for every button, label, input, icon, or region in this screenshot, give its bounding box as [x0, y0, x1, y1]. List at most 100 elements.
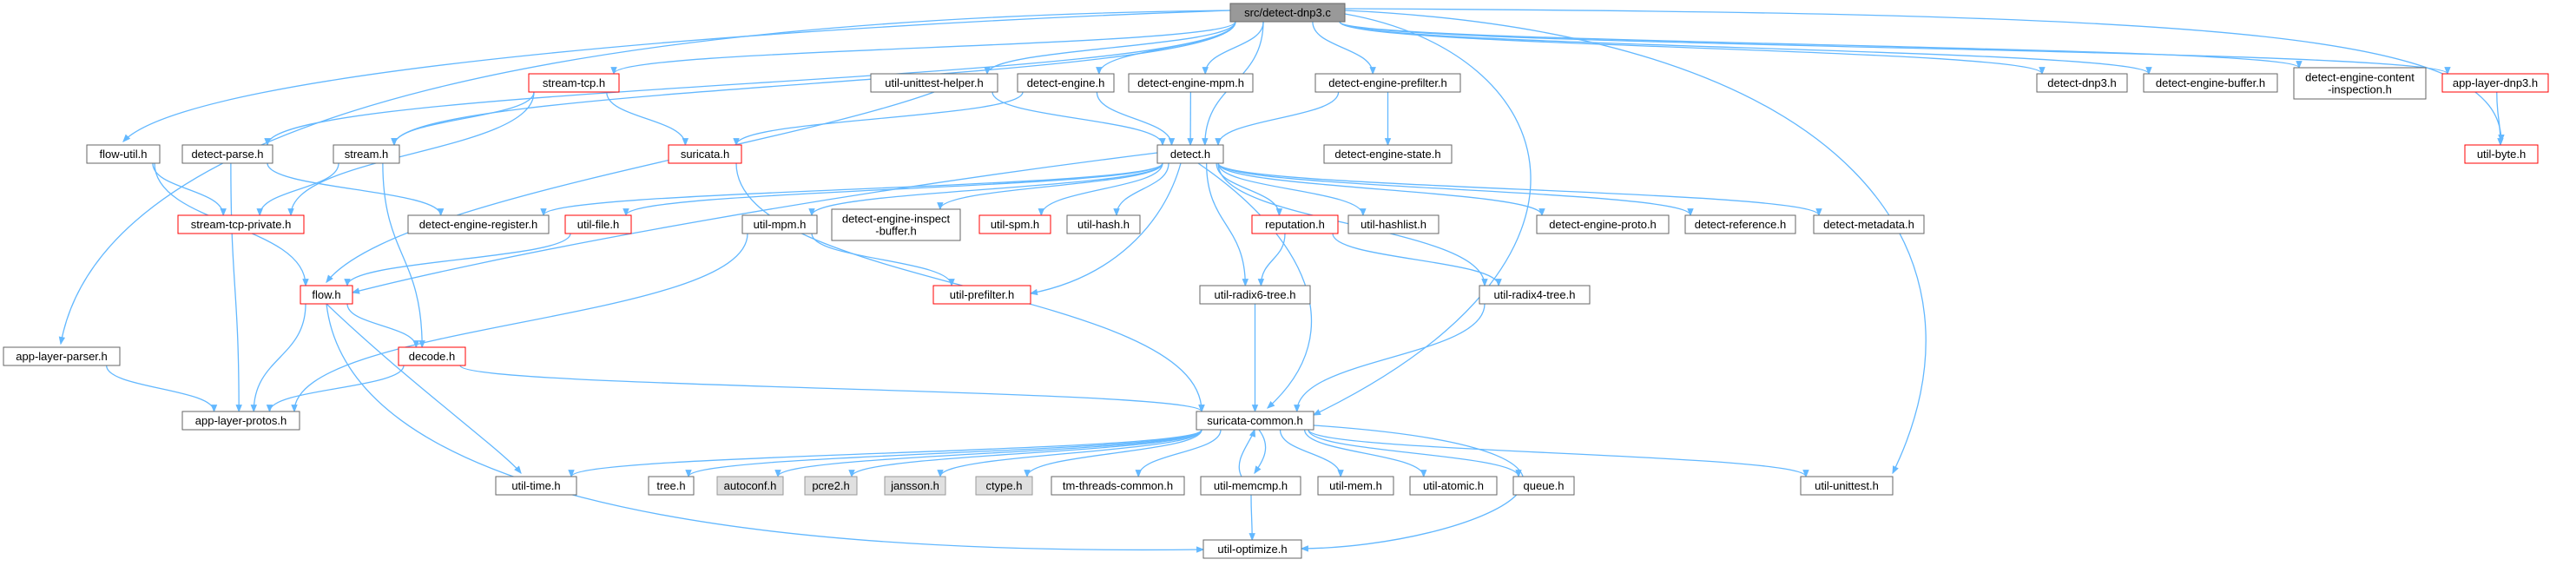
node-detect-metadata-h[interactable]: detect-metadata.h: [1813, 214, 1925, 234]
node-label: util-byte.h: [2477, 148, 2526, 161]
edge-app-layer-parser-h-to-app-layer-protos-h: [105, 365, 218, 413]
node-label: autoconf.h: [724, 479, 777, 492]
edge-decode-h-to-suricata-common-h: [459, 365, 1205, 413]
node-detect-dnp3-h[interactable]: detect-dnp3.h: [2036, 73, 2128, 93]
edge-suricata-common-h-to-autoconf-h: [774, 429, 1202, 478]
node-util-radix4-tree-h[interactable]: util-radix4-tree.h: [1479, 285, 1591, 305]
node-autoconf-h[interactable]: autoconf.h: [716, 476, 784, 496]
node-suricata-h[interactable]: suricata.h: [668, 144, 742, 164]
node-label: src/detect-dnp3.c: [1244, 6, 1331, 19]
node-detect-h[interactable]: detect.h: [1156, 144, 1224, 164]
node-detect-engine-prefilter-h[interactable]: detect-engine-prefilter.h: [1314, 73, 1461, 93]
node-label: util-memcmp.h: [1214, 479, 1288, 492]
node-detect-engine-mpm-h[interactable]: detect-engine-mpm.h: [1128, 73, 1254, 93]
node-label: util-unittest-helper.h: [885, 76, 983, 89]
node-label: stream.h: [345, 148, 389, 161]
node-flow-util-h[interactable]: flow-util.h: [86, 144, 161, 164]
node-util-prefilter-h[interactable]: util-prefilter.h: [932, 285, 1031, 305]
node-app-layer-parser-h[interactable]: app-layer-parser.h: [3, 346, 121, 366]
node-box: [1684, 214, 1796, 234]
node-box: [1202, 539, 1302, 559]
edge-root-to-detect-engine-buffer-h: [1339, 21, 2152, 76]
edge-root-to-util-unittest-helper-h: [984, 21, 1236, 76]
node-util-spm-h[interactable]: util-spm.h: [978, 214, 1051, 234]
node-label: detect-dnp3.h: [2047, 76, 2117, 89]
node-reputation-h[interactable]: reputation.h: [1251, 214, 1339, 234]
edge-flow-h-to-app-layer-protos-h: [250, 303, 306, 413]
node-util-unittest-helper-h[interactable]: util-unittest-helper.h: [870, 73, 998, 93]
node-label: stream-tcp.h: [543, 76, 605, 89]
edge-stream-tcp-h-to-suricata-h: [606, 91, 689, 147]
node-flow-h[interactable]: flow.h: [300, 285, 353, 305]
edge-detect-engine-h-to-suricata-h: [733, 91, 1024, 147]
node-box: [333, 144, 400, 164]
edge-root-to-detect-engine-prefilter-h: [1312, 21, 1376, 76]
node-util-file-h[interactable]: util-file.h: [564, 214, 632, 234]
node-app-layer-protos-h[interactable]: app-layer-protos.h: [181, 411, 300, 431]
node-detect-engine-inspect-buffer-h[interactable]: detect-engine-inspect-buffer.h: [831, 208, 961, 241]
node-label: app-layer-protos.h: [195, 414, 287, 427]
edge-util-file-h-to-flow-h: [344, 233, 571, 287]
node-box: [668, 144, 742, 164]
node-suricata-common-h[interactable]: suricata-common.h: [1196, 411, 1314, 431]
node-app-layer-dnp3-h[interactable]: app-layer-dnp3.h: [2441, 73, 2549, 93]
node-util-byte-h[interactable]: util-byte.h: [2464, 144, 2539, 164]
node-label: detect-metadata.h: [1823, 218, 1914, 231]
node-util-time-h[interactable]: util-time.h: [495, 476, 577, 496]
node-jansson-h[interactable]: jansson.h: [884, 476, 946, 496]
node-stream-tcp-private-h[interactable]: stream-tcp-private.h: [177, 214, 305, 234]
node-detect-engine-state-h[interactable]: detect-engine-state.h: [1323, 144, 1453, 164]
node-box: [2293, 67, 2427, 100]
node-label: reputation.h: [1265, 218, 1325, 231]
node-util-unittest-h[interactable]: util-unittest.h: [1800, 476, 1894, 496]
node-util-hashlist-h[interactable]: util-hashlist.h: [1347, 214, 1440, 234]
node-util-mpm-h[interactable]: util-mpm.h: [741, 214, 818, 234]
node-box: [1051, 476, 1185, 496]
node-box: [1156, 144, 1224, 164]
node-util-radix6-tree-h[interactable]: util-radix6-tree.h: [1199, 285, 1311, 305]
node-box: [1512, 476, 1575, 496]
node-detect-reference-h[interactable]: detect-reference.h: [1684, 214, 1796, 234]
node-box: [528, 73, 620, 93]
node-util-optimize-h[interactable]: util-optimize.h: [1202, 539, 1302, 559]
node-tree-h[interactable]: tree.h: [648, 476, 695, 496]
node-detect-parse-h[interactable]: detect-parse.h: [181, 144, 273, 164]
node-util-hash-h[interactable]: util-hash.h: [1066, 214, 1141, 234]
edge-util-memcmp-h-to-util-optimize-h: [1248, 494, 1255, 542]
node-tm-threads-common-h[interactable]: tm-threads-common.h: [1051, 476, 1185, 496]
node-box: [2036, 73, 2128, 93]
node-detect-engine-content-inspection-h[interactable]: detect-engine-content-inspection.h: [2293, 67, 2427, 100]
edge-root-to-app-layer-dnp3-h: [1339, 21, 2451, 76]
node-stream-tcp-h[interactable]: stream-tcp.h: [528, 73, 620, 93]
node-box: [1314, 73, 1461, 93]
node-box: [741, 214, 818, 234]
node-util-atomic-h[interactable]: util-atomic.h: [1409, 476, 1498, 496]
node-util-mem-h[interactable]: util-mem.h: [1317, 476, 1394, 496]
node-box: [1200, 476, 1301, 496]
node-label: suricata-common.h: [1207, 414, 1303, 427]
node-queue-h[interactable]: queue.h: [1512, 476, 1575, 496]
node-label: flow-util.h: [100, 148, 148, 161]
node-root[interactable]: src/detect-dnp3.c: [1229, 3, 1346, 23]
node-detect-engine-proto-h[interactable]: detect-engine-proto.h: [1536, 214, 1670, 234]
node-ctype-h[interactable]: ctype.h: [975, 476, 1033, 496]
edge-reputation-h-to-util-radix6-tree-h: [1257, 233, 1286, 287]
node-label: util-atomic.h: [1423, 479, 1484, 492]
edge-suricata-common-h-to-ctype-h: [1024, 429, 1202, 478]
node-pcre2-h[interactable]: pcre2.h: [804, 476, 858, 496]
edge-flow-h-to-util-optimize-h: [326, 303, 1205, 553]
node-box: [1229, 3, 1346, 23]
node-util-memcmp-h[interactable]: util-memcmp.h: [1200, 476, 1301, 496]
node-box: [978, 214, 1051, 234]
node-detect-engine-h[interactable]: detect-engine.h: [1017, 73, 1115, 93]
edge-stream-tcp-h-to-stream-tcp-private-h: [287, 91, 535, 217]
node-stream-h[interactable]: stream.h: [333, 144, 400, 164]
node-label: util-file.h: [577, 218, 619, 231]
edge-detect-engine-h-to-detect-h: [1096, 91, 1176, 147]
node-detect-engine-buffer-h[interactable]: detect-engine-buffer.h: [2143, 73, 2278, 93]
edge-detect-engine-prefilter-h-to-detect-engine-state-h: [1384, 91, 1392, 147]
node-detect-engine-register-h[interactable]: detect-engine-register.h: [407, 214, 550, 234]
node-decode-h[interactable]: decode.h: [398, 346, 466, 366]
edge-flow-util-h-to-stream-tcp-private-h: [152, 162, 227, 217]
edge-suricata-common-h-to-jansson-h: [937, 429, 1202, 478]
